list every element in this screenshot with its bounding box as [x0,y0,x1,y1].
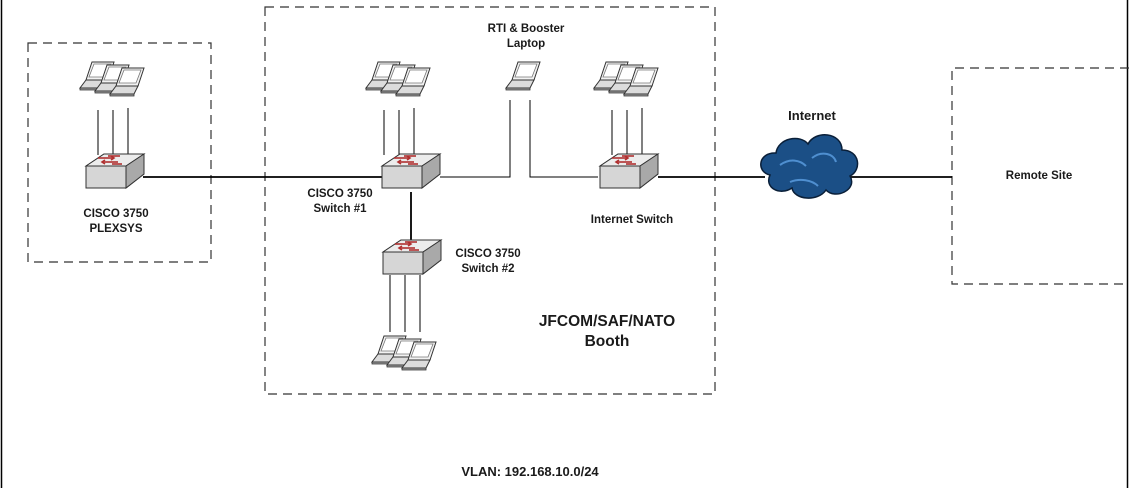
switch1-model: CISCO 3750 [307,188,373,200]
switch2-icon [382,239,442,275]
rti-booster-laptop [505,61,541,91]
link-rti-laptop-internet-switch [529,100,598,178]
plexsys-switch-label: CISCO 3750 PLEXSYS [66,207,166,237]
plexsys-laptops [79,61,145,97]
plexsys-switch-icon [85,153,145,189]
switch2-laptops [371,335,437,371]
internet-label: Internet [764,108,860,123]
internet-switch-laptops [593,61,659,97]
switch1-icon [381,153,441,189]
internet-switch-label: Internet Switch [570,213,694,228]
switch2-name: Switch #2 [461,263,515,275]
switch1-name: Switch #1 [313,203,367,215]
remote-site-label: Remote Site [984,169,1094,184]
vlan-label: VLAN: 192.168.10.0/24 [400,464,660,479]
plexsys-zone [27,42,212,263]
remote-site-zone [951,67,1129,285]
booth-word: Booth [584,333,630,350]
internet-switch-icon [599,153,659,189]
switch1-laptops [365,61,431,97]
link-switch1-rti-laptop [440,100,511,178]
booth-zone [264,6,716,395]
switch2-model: CISCO 3750 [455,248,521,260]
switch1-label: CISCO 3750 Switch #1 [292,187,388,217]
internet-cloud-icon [760,134,859,199]
booth-label: JFCOM/SAF/NATO Booth [512,312,702,352]
switch2-label: CISCO 3750 Switch #2 [440,247,536,277]
plexsys-switch-name: PLEXSYS [89,223,143,235]
vlan-value: VLAN: 192.168.10.0/24 [461,464,599,479]
internet-switch-name: Internet Switch [590,214,674,226]
rti-laptop-name: RTI & Booster [487,23,565,35]
rti-laptop-label: RTI & Booster Laptop [466,22,586,52]
laptop-icon [505,61,541,91]
plexsys-switch-model: CISCO 3750 [83,208,149,220]
remote-site-name: Remote Site [1005,170,1073,182]
booth-org: JFCOM/SAF/NATO [538,313,676,330]
rti-laptop-type: Laptop [506,38,546,50]
internet-name: Internet [788,108,836,123]
